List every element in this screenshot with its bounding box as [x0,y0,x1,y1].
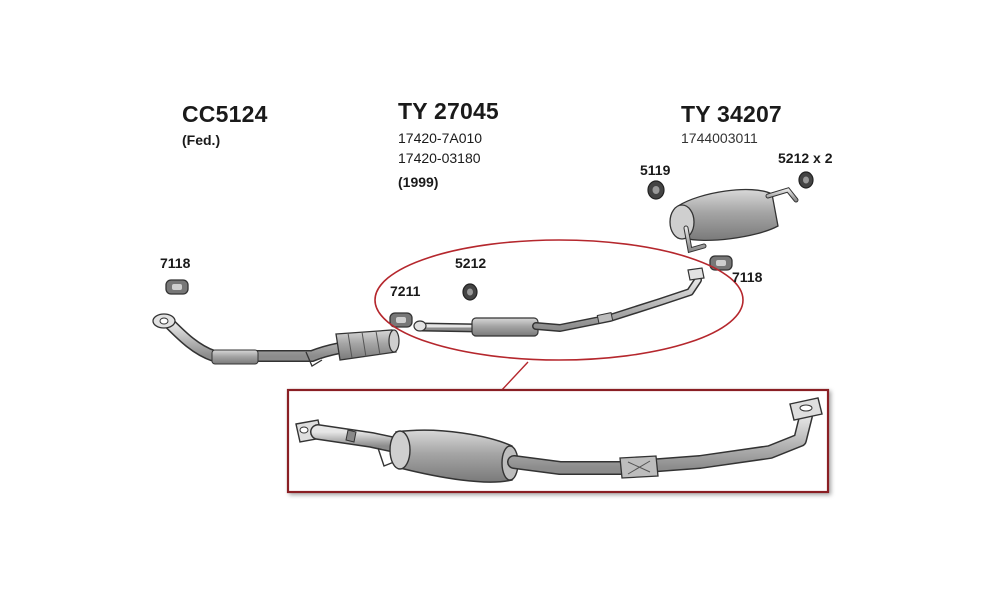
hanger-7118-left [165,279,189,295]
group-title-cc5124: CC5124 [182,101,268,127]
group-title-ty34207: TY 34207 [681,101,782,127]
gasket-7211 [389,312,413,328]
detail-zoom-box [286,388,830,494]
part-label-5119: 5119 [640,162,671,178]
hanger-7118-right [709,255,733,271]
rear-muffler-ty34207 [669,187,799,254]
group-partno-1: 17420-7A010 [398,130,483,146]
hanger-5212 [462,283,478,301]
hanger-5212x2 [798,171,814,189]
part-label-7211: 7211 [390,283,421,299]
callout-line [499,361,529,393]
front-pipe-cc5124 [152,313,400,367]
center-pipe-small [413,267,705,337]
part-label-7118-right: 7118 [732,269,763,285]
group-partno-2: 17420-03180 [398,150,481,166]
hanger-5119 [647,180,665,200]
part-label-7118-left: 7118 [160,255,191,271]
group-title-ty27045: TY 27045 [398,98,499,124]
group-partno-3: 1744003011 [681,130,758,146]
group-note-fed: (Fed.) [182,132,221,148]
part-label-5212x2: 5212 x 2 [778,150,833,166]
group-year: (1999) [398,174,439,190]
part-label-5212: 5212 [455,255,487,271]
highlight-ellipse [374,239,744,361]
